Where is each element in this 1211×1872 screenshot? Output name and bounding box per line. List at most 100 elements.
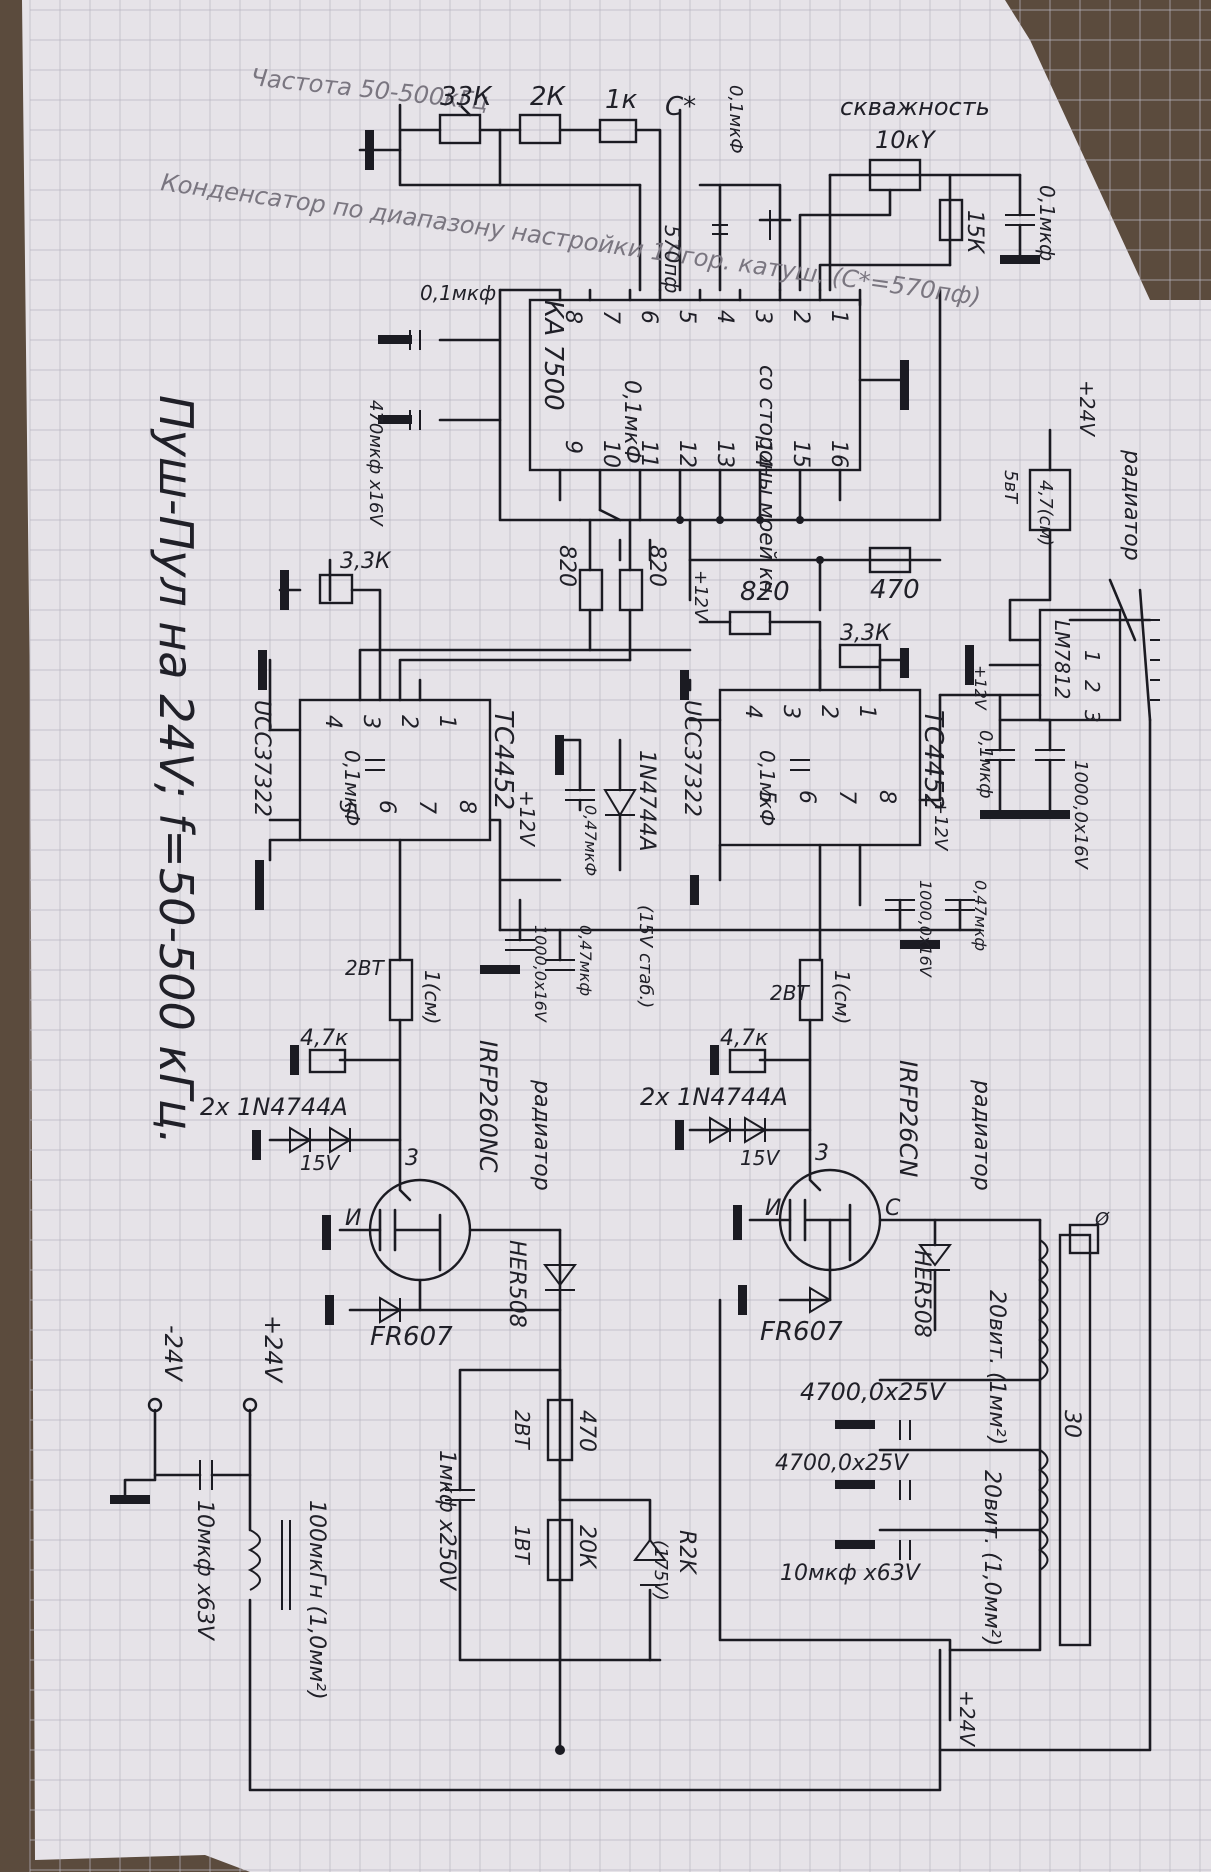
driver-left-name: TC4452 bbox=[488, 710, 518, 810]
r47k-left-label: 4,7к bbox=[300, 1026, 349, 1051]
c01-reg-label: 0,1мкф bbox=[975, 730, 996, 798]
duty-network bbox=[798, 158, 1040, 307]
ka7500-pin-11: 11 bbox=[636, 440, 661, 468]
r47-label: 4,7(см) bbox=[1035, 480, 1056, 546]
gate-right bbox=[675, 958, 824, 1152]
driver-right bbox=[680, 643, 942, 962]
fr607b-label: FR607 bbox=[760, 1317, 843, 1347]
mos-right-label: IRFP26CN bbox=[894, 1060, 922, 1177]
c01-left-label: 0,1мкф bbox=[420, 281, 496, 305]
driver-left-pin-2: 2 bbox=[396, 715, 421, 729]
driver-left-pin-5: 5 bbox=[334, 800, 359, 814]
page-title: Пуш-Пул на 24V; f=50-500 кГц. bbox=[149, 395, 203, 1145]
c047c-label: 0,47мкф bbox=[971, 880, 990, 951]
coil1-label: 20вит. (1мм²) bbox=[984, 1290, 1009, 1445]
driver-right-pin-3: 3 bbox=[778, 705, 803, 719]
r470b-label: 470 bbox=[574, 1410, 599, 1452]
driver-left bbox=[255, 558, 692, 962]
fr607a-label: FR607 bbox=[370, 1322, 453, 1352]
ka7500-name: КА 7500 bbox=[538, 300, 568, 411]
radiator-right-label: радиатор bbox=[969, 1079, 994, 1191]
driver-left-pin-6: 6 bbox=[374, 800, 399, 814]
zener-mid-note: (15V стаб.) bbox=[635, 905, 656, 1008]
w5-label: 5вТ bbox=[1000, 470, 1021, 505]
coil2-label: 20вит. (1,0мм²) bbox=[979, 1470, 1004, 1646]
c1000a-label: 1000,0х16V bbox=[531, 925, 550, 1023]
paper-sheet bbox=[22, 0, 1211, 1872]
drain-right-pin: С bbox=[885, 1196, 901, 1221]
lm7812-name: LM7812 bbox=[1050, 620, 1074, 699]
her508a-label: HER508 bbox=[504, 1240, 529, 1328]
r33k-label: 33К bbox=[440, 82, 493, 112]
driver-right-pin-8: 8 bbox=[874, 790, 899, 804]
w2b-label: 2ВТ bbox=[770, 981, 810, 1005]
w2c-label: 2ВТ bbox=[510, 1410, 534, 1450]
radiator-top-label: радиатор bbox=[1119, 449, 1144, 561]
duty-note: скважность bbox=[840, 93, 990, 121]
c047a-label: 0,47мкФ bbox=[581, 805, 600, 876]
ka7500-pin-7: 7 bbox=[598, 310, 623, 324]
ka7500-pin-6: 6 bbox=[636, 310, 661, 324]
driver-left-pin-7: 7 bbox=[414, 800, 439, 814]
ka7500-pin-1: 1 bbox=[826, 310, 851, 324]
cstar-label: С* bbox=[665, 92, 696, 122]
c4700b-label: 4700,0х25V bbox=[775, 1451, 910, 1476]
mosfet-left bbox=[322, 1148, 562, 1325]
ka7500-pin-16: 16 bbox=[826, 440, 851, 468]
r10k-label: 10кY bbox=[875, 126, 937, 154]
vpos-label: +24V bbox=[259, 1315, 287, 1384]
c01-top-label: 0,1мкФ bbox=[725, 85, 746, 154]
c570-label: 570пф bbox=[660, 225, 684, 293]
driver-right-pin-6: 6 bbox=[794, 790, 819, 804]
v12c-label: +12V bbox=[515, 790, 539, 847]
driver-right-pin-7: 7 bbox=[834, 790, 859, 804]
driver-left-alt: UCC37322 bbox=[249, 700, 274, 817]
regulator-section bbox=[938, 428, 1160, 819]
zener-mid-label: 1N4744А bbox=[634, 750, 659, 852]
vneg-label: -24V bbox=[159, 1325, 187, 1382]
zener-right-label: 2х 1N4744А bbox=[640, 1083, 788, 1111]
r470-label: 470 bbox=[870, 575, 920, 605]
mid-supply bbox=[480, 735, 982, 974]
ka7500-side-note: со стороны моей кч bbox=[754, 365, 779, 593]
ka7500-pin-14: 14 bbox=[750, 440, 775, 468]
rgate-right-label: 1(см) bbox=[830, 970, 854, 1024]
radiator-left-label: радиатор bbox=[529, 1079, 554, 1191]
r820c-label: 820 bbox=[740, 577, 790, 607]
c10u-label: 10мкф х63V bbox=[780, 1561, 922, 1586]
driver-right-name: TC4452 bbox=[918, 710, 948, 810]
r33k-right-label: 3,3К bbox=[840, 621, 892, 646]
c047b-label: 0,47мкф bbox=[576, 925, 595, 996]
c01-right-label: 0,1мкф bbox=[1035, 185, 1059, 261]
ka7500-pin-12: 12 bbox=[674, 440, 699, 468]
ka7500-pin-10: 10 bbox=[598, 440, 623, 468]
ka7500-pin-8: 8 bbox=[560, 310, 585, 324]
core-label: 30 bbox=[1059, 1410, 1084, 1438]
frequency-network bbox=[358, 103, 792, 292]
r2k-zener-label: R2K bbox=[674, 1530, 699, 1575]
driver-left-decap: 0,1мкФ bbox=[340, 750, 364, 826]
gate-left bbox=[252, 958, 414, 1160]
ka7500-pin-5: 5 bbox=[674, 310, 699, 324]
lm7812-pin-1: 1 bbox=[1080, 650, 1104, 663]
gate-right-pin: 3 bbox=[815, 1141, 829, 1166]
ka7500-pin-9: 9 bbox=[560, 440, 585, 454]
resistor-column bbox=[578, 518, 942, 692]
r2k-label: 2К bbox=[530, 82, 567, 112]
r1k-label: 1к bbox=[605, 85, 638, 115]
inductor-label: 100мкГн (1,0мм²) bbox=[304, 1500, 329, 1700]
r20k-label: 20К bbox=[574, 1525, 599, 1570]
c470-label: 470мкф х16V bbox=[365, 400, 386, 527]
driver-left-pin-3: 3 bbox=[358, 715, 383, 729]
mos-left-label: IRFP260NC bbox=[474, 1040, 502, 1173]
tank-circuit bbox=[248, 718, 1152, 1792]
c1n-label: 1мкф х250V bbox=[434, 1450, 459, 1592]
r15k-label: 15К bbox=[962, 210, 987, 255]
driver-right-pin-1: 1 bbox=[854, 705, 879, 719]
v15a-label: 15V bbox=[300, 1151, 340, 1175]
v24b-label: +24V bbox=[955, 1690, 979, 1747]
